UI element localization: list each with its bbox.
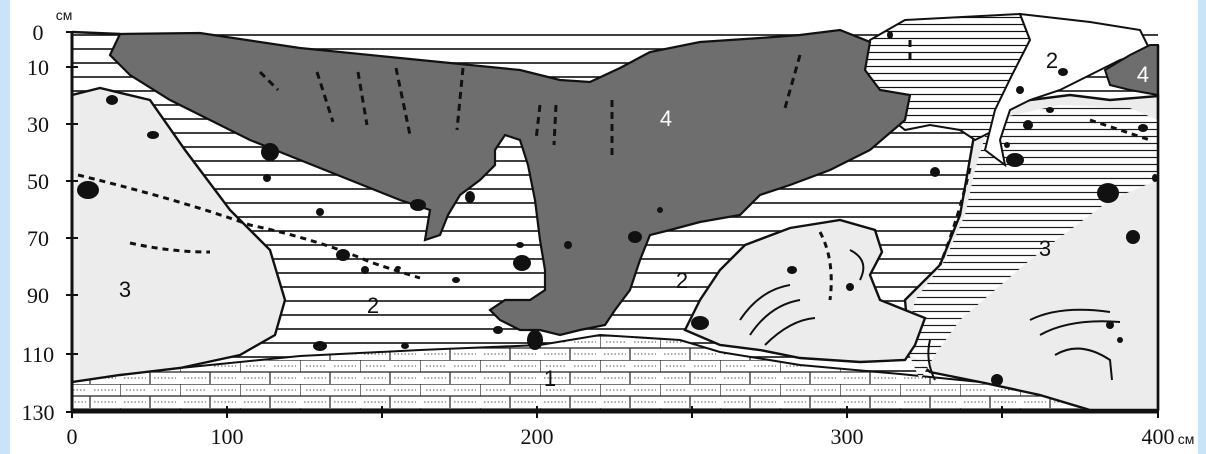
y-tick-label-130: 130 — [22, 400, 55, 425]
zone-label-4-corner: 4 — [1137, 62, 1149, 87]
y-tick-label-90: 90 — [27, 283, 49, 308]
x-tick-label-0: 0 — [67, 424, 78, 449]
zone-label-2-top-right: 2 — [1046, 48, 1058, 73]
x-axis-unit: см — [1178, 431, 1195, 447]
y-tick-label-110: 110 — [22, 342, 54, 367]
x-tick-label-400: 400 — [1142, 424, 1175, 449]
x-tick-label-100: 100 — [211, 424, 244, 449]
y-axis-unit: см — [56, 7, 73, 23]
zone-label-4-center: 4 — [660, 106, 672, 131]
y-tick-label-30: 30 — [27, 112, 49, 137]
y-tick-label-70: 70 — [27, 226, 49, 251]
zone-label-3-left: 3 — [119, 277, 131, 302]
zone-label-2-middle: 2 — [676, 268, 688, 293]
zone-label-1: 1 — [544, 366, 556, 391]
x-tick-label-300: 300 — [831, 424, 864, 449]
zone-label-2-left: 2 — [367, 293, 379, 318]
x-tick-label-200: 200 — [521, 424, 554, 449]
zone-label-3-right: 3 — [1039, 236, 1051, 261]
y-tick-label-0: 0 — [33, 20, 44, 45]
y-tick-label-10: 10 — [27, 55, 49, 80]
y-tick-label-50: 50 — [27, 169, 49, 194]
